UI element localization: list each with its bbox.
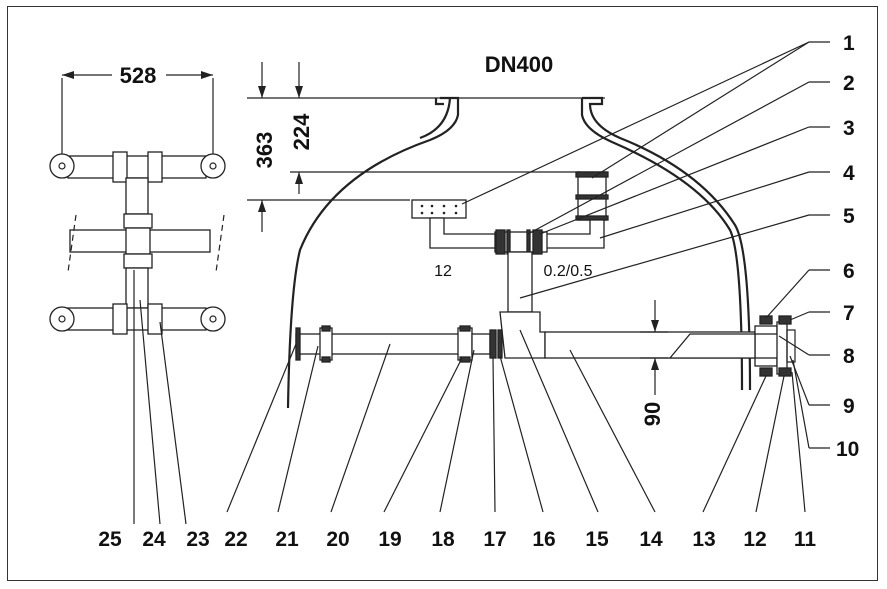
title-dn400: DN400 (485, 52, 553, 77)
part-label-6: 6 (843, 260, 855, 283)
part-label-19: 19 (378, 528, 401, 551)
part-label-10: 10 (836, 438, 859, 461)
main-view: DN400 363 224 (247, 52, 796, 426)
part-label-7: 7 (843, 302, 855, 325)
part-label-21: 21 (275, 528, 299, 551)
part-label-11: 11 (794, 528, 817, 551)
annotation-0-2-0-5: 0.2/0.5 (544, 263, 593, 280)
part-label-9: 9 (843, 395, 855, 418)
part-label-16: 16 (532, 528, 555, 551)
part-label-23: 23 (186, 528, 209, 551)
part-label-20: 20 (326, 528, 349, 551)
part-label-3: 3 (843, 117, 855, 140)
part-label-12: 12 (743, 528, 766, 551)
bottom-part-labels: 25 24 23 22 21 20 19 18 17 16 15 14 13 1… (98, 528, 816, 551)
part-label-22: 22 (224, 528, 247, 551)
part-label-5: 5 (843, 205, 855, 228)
part-label-1: 1 (843, 32, 855, 55)
leader-lines (133, 41, 830, 525)
dimension-90: 90 (640, 402, 665, 426)
annotation-12: 12 (434, 263, 452, 280)
part-label-24: 24 (142, 528, 166, 551)
side-view: 528 (49, 63, 226, 335)
part-label-25: 25 (98, 528, 122, 551)
part-label-15: 15 (585, 528, 609, 551)
part-label-13: 13 (692, 528, 715, 551)
dimension-224: 224 (289, 113, 314, 150)
part-label-14: 14 (639, 528, 663, 551)
part-label-18: 18 (431, 528, 455, 551)
right-part-labels: 1 2 3 4 5 6 7 8 9 10 (836, 32, 859, 461)
part-label-8: 8 (843, 345, 855, 368)
dimension-528: 528 (120, 63, 157, 88)
dimension-363: 363 (252, 132, 277, 169)
part-label-2: 2 (843, 72, 855, 95)
drawing-frame (7, 6, 878, 581)
part-label-17: 17 (483, 528, 506, 551)
part-label-4: 4 (843, 162, 855, 185)
